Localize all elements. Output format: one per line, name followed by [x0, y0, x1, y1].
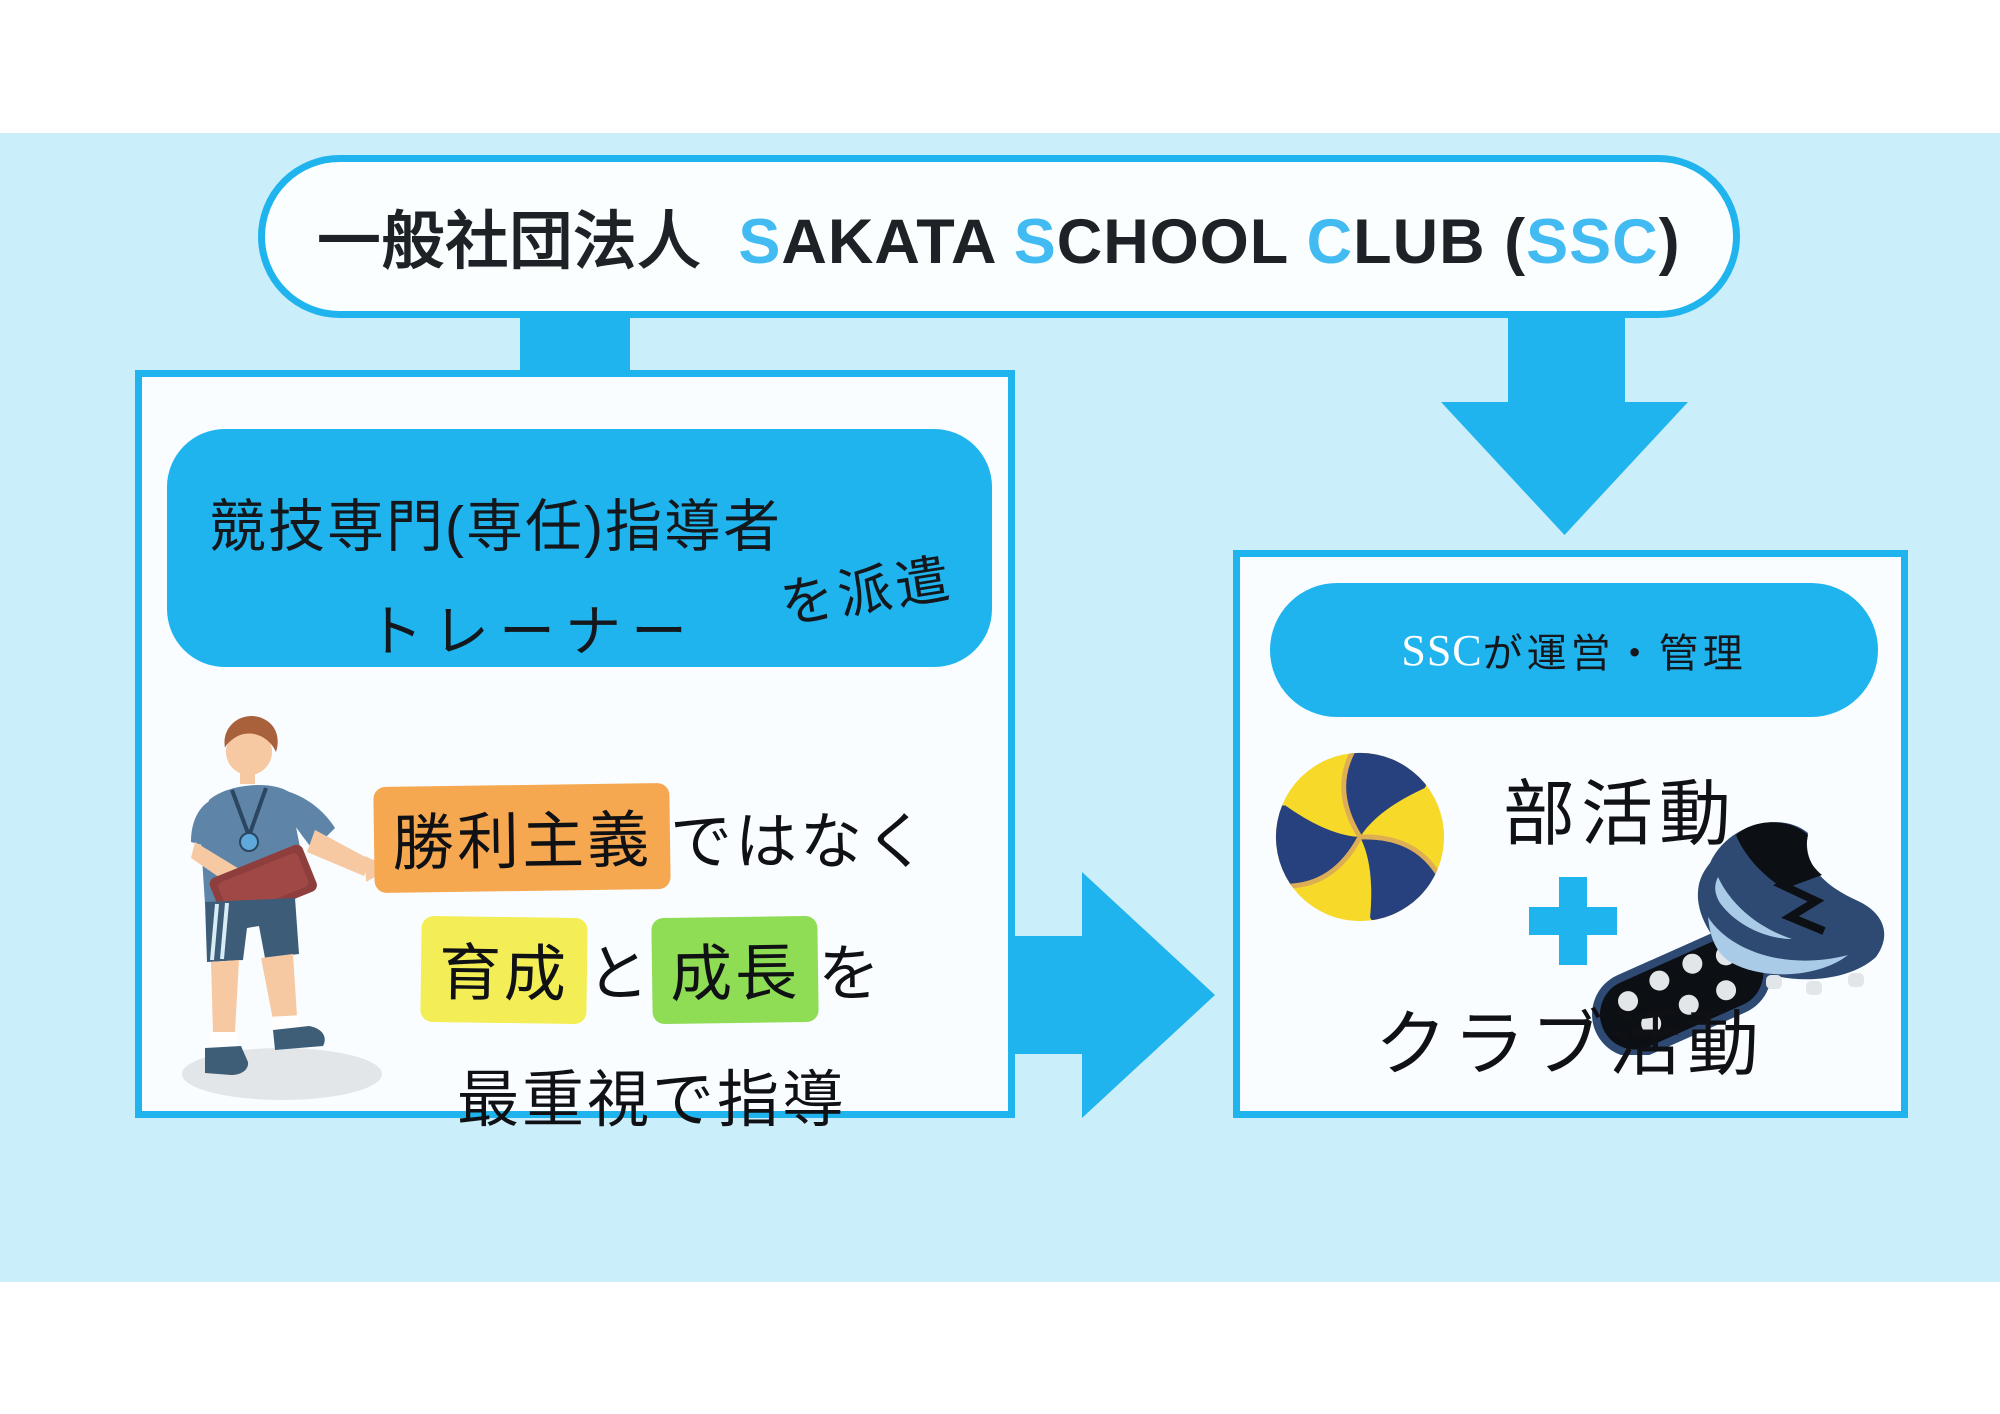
highlight-orange: 勝利主義	[373, 782, 671, 894]
plus-icon	[1529, 877, 1617, 965]
soccer-cleats-icon	[1592, 822, 1885, 1055]
message-block: 勝利主義ではなく 育成と成長を 最重視で指導	[302, 782, 1002, 1139]
title-banner: 一般社団法人 SAKATA SCHOOL CLUB (SSC)	[258, 155, 1740, 318]
highlight-green: 成長	[651, 915, 819, 1025]
message-line1: 勝利主義ではなく	[373, 782, 930, 894]
heading-line1: 競技専門(専任)指導者	[209, 495, 782, 559]
down-arrow	[1441, 318, 1688, 535]
dispatch-panel: 競技専門(専任)指導者 トレーナー を派遣	[135, 370, 1015, 1135]
club-activity-label: 部活動	[1502, 775, 1737, 855]
heading-line2: トレーナー	[367, 600, 697, 663]
right-arrow	[1013, 872, 1215, 1118]
message-line3: 最重視で指導	[456, 1066, 847, 1135]
highlight-yellow: 育成	[420, 915, 588, 1025]
club-activity2-label: クラブ活動	[1374, 1005, 1765, 1085]
title-to-leftbox-connector	[520, 312, 630, 373]
dispatch-heading: 競技専門(専任)指導者 トレーナー を派遣	[167, 429, 992, 667]
volleyball-icon	[1275, 752, 1445, 922]
coach-illustration	[182, 715, 391, 1100]
pill-acronym: SSC	[1401, 625, 1483, 675]
pill-text: が運営・管理	[1482, 632, 1747, 676]
message-line2: 育成と成長を	[420, 915, 883, 1025]
title-text: 一般社団法人 SAKATA SCHOOL CLUB (SSC)	[317, 207, 1681, 277]
